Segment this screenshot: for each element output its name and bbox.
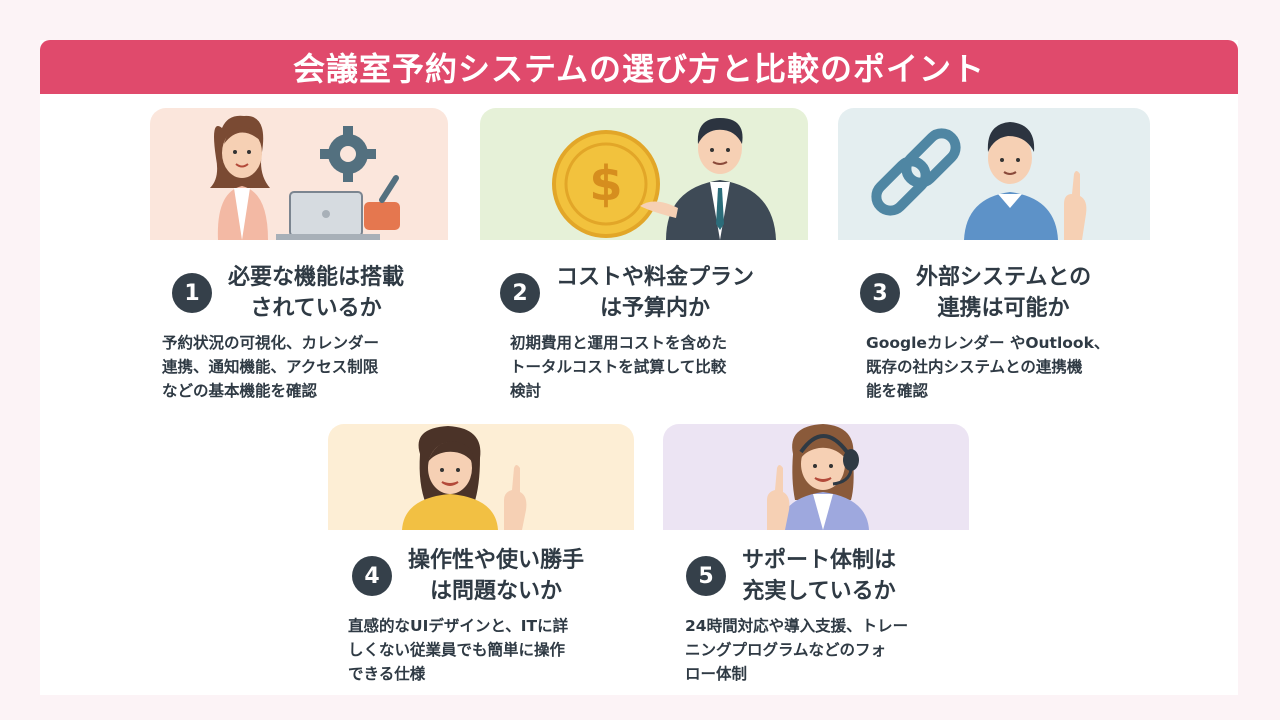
point-2-description: 初期費用と運用コストを含めた トータルコストを試算して比較 検討 xyxy=(510,331,727,403)
heading-line: コストや料金プラン xyxy=(556,265,755,290)
heading-line: 充実しているか xyxy=(742,579,896,604)
heading-line: 必要な機能は搭載 xyxy=(228,265,405,290)
description-line: などの基本機能を確認 xyxy=(162,382,318,400)
heading-line: 操作性や使い勝手 xyxy=(408,548,585,573)
description-line: 直感的なUIデザインと、ITに詳 xyxy=(348,617,569,635)
number-badge: 1 xyxy=(172,273,212,313)
woman-pointing-icon xyxy=(328,424,634,530)
description-line: 初期費用と運用コストを含めた xyxy=(510,334,728,352)
heading-line: 連携は可能か xyxy=(937,296,1070,321)
description-line: しくない従業員でも簡単に操作 xyxy=(348,641,566,659)
point-5-heading: 5 サポート体制は 充実しているか xyxy=(686,545,896,607)
description-line: ロー体制 xyxy=(685,665,748,683)
point-3-description: Googleカレンダー やOutlook、 既存の社内システムとの連携機 能を確… xyxy=(866,331,1109,403)
description-line: 検討 xyxy=(510,382,542,400)
woman-laptop-gear-icon xyxy=(150,108,448,240)
heading-line: は予算内か xyxy=(600,296,711,321)
number-badge: 5 xyxy=(686,556,726,596)
point-4-description: 直感的なUIデザインと、ITに詳 しくない従業員でも簡単に操作 できる仕様 xyxy=(348,614,568,686)
point-3-heading: 3 外部システムとの 連携は可能か xyxy=(860,262,1091,324)
point-1-heading: 1 必要な機能は搭載 されているか xyxy=(172,262,404,324)
number-badge: 3 xyxy=(860,273,900,313)
point-4-heading: 4 操作性や使い勝手 は問題ないか xyxy=(352,545,584,607)
heading-line: 外部システムとの xyxy=(916,265,1092,290)
description-line: できる仕様 xyxy=(348,665,426,683)
point-2-heading: 2 コストや料金プラン は予算内か xyxy=(500,262,754,324)
description-line: 能を確認 xyxy=(866,382,929,400)
number-badge: 4 xyxy=(352,556,392,596)
man-dollar-coin-icon: $ xyxy=(480,108,808,240)
number-badge: 2 xyxy=(500,273,540,313)
heading-line: されているか xyxy=(250,296,382,321)
description-line: 連携、通知機能、アクセス制限 xyxy=(162,358,379,376)
heading-line: は問題ないか xyxy=(430,579,563,604)
point-1-description: 予約状況の可視化、カレンダー 連携、通知機能、アクセス制限 などの基本機能を確認 xyxy=(162,331,379,403)
man-chain-link-icon xyxy=(838,108,1150,240)
description-line: 予約状況の可視化、カレンダー xyxy=(162,334,380,352)
description-line: トータルコストを試算して比較 xyxy=(510,358,727,376)
title-banner: 会議室予約システムの選び方と比較のポイント xyxy=(40,40,1238,94)
page-title: 会議室予約システムの選び方と比較のポイント xyxy=(292,50,986,88)
description-line: Googleカレンダー やOutlook、 xyxy=(866,334,1110,352)
description-line: 24時間対応や導入支援、トレー xyxy=(685,617,909,635)
heading-line: サポート体制は xyxy=(742,548,897,573)
woman-headset-icon xyxy=(663,424,969,530)
description-line: 既存の社内システムとの連携機 xyxy=(866,358,1083,376)
point-5-description: 24時間対応や導入支援、トレー ニングプログラムなどのフォ ロー体制 xyxy=(685,614,908,686)
svg-text:$: $ xyxy=(589,156,622,212)
description-line: ニングプログラムなどのフォ xyxy=(685,641,887,659)
